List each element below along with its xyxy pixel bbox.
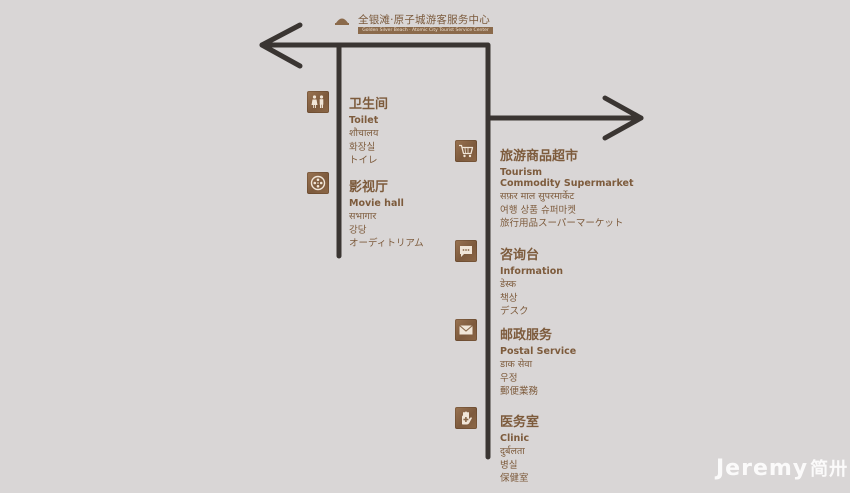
toilet-icon [307, 91, 329, 113]
right-arrowhead [602, 95, 644, 141]
movie-hall-korean: 강당 [349, 224, 367, 236]
movie-hall-hindi: सभागार [349, 211, 377, 222]
shopping-cart-icon [455, 140, 477, 162]
postal-zh: 邮政服务 [500, 328, 553, 343]
postal-korean: 우정 [500, 372, 518, 384]
toilet-korean: 화장실 [349, 141, 376, 153]
toilet-en: Toilet [349, 115, 379, 126]
movie-hall-label-group: 影视厅 Movie hall सभागार 강당 オーディトリアム [349, 180, 424, 251]
toilet-japanese: トイレ [349, 155, 378, 166]
watermark-text: Jeremy [716, 456, 809, 481]
center-subtitle: Golden Silver Beach · Atomic City Touris… [358, 27, 493, 34]
toilet-label-group: 卫生间 Toilet शौचालय 화장실 トイレ [349, 97, 388, 168]
film-reel-icon [307, 172, 329, 194]
clinic-hindi: दुर्बलता [500, 446, 525, 457]
information-label-group: 咨询台 Information डेस्क 책상 デスク [500, 248, 563, 319]
envelope-icon [455, 319, 477, 341]
supermarket-en-line1: Tourism [500, 167, 543, 178]
postal-label-group: 邮政服务 Postal Service डाक सेवा 우정 郵便業務 [500, 328, 576, 399]
toilet-hindi: शौचालय [349, 128, 379, 139]
chat-bubble-icon [455, 240, 477, 262]
supermarket-korean: 여행 상품 슈퍼마켓 [500, 204, 576, 216]
information-hindi: डेस्क [500, 279, 517, 290]
information-japanese: デスク [500, 306, 529, 317]
toilet-zh: 卫生间 [349, 97, 389, 112]
postal-hindi: डाक सेवा [500, 359, 533, 370]
service-center-logo: 全银滩·原子城游客服务中心 Golden Silver Beach · Atom… [334, 12, 494, 36]
supermarket-label-group: 旅游商品超市 Tourism Commodity Supermarket सफ़… [500, 149, 634, 231]
clinic-japanese: 保健室 [500, 473, 529, 484]
clinic-en: Clinic [500, 433, 530, 444]
information-korean: 책상 [500, 292, 518, 304]
postal-en: Postal Service [500, 346, 577, 357]
information-en: Information [500, 266, 564, 277]
information-zh: 咨询台 [500, 248, 540, 263]
supermarket-japanese: 旅行用品スーパーマーケット [500, 218, 624, 229]
medical-hand-icon [455, 407, 477, 429]
postal-japanese: 郵便業務 [500, 386, 539, 397]
watermark-text-cn: 简卅 [810, 459, 849, 480]
logo-emblem-icon [335, 18, 349, 25]
movie-hall-japanese: オーディトリアム [349, 238, 424, 249]
clinic-label-group: 医务室 Clinic दुर्बलता 병실 保健室 [500, 415, 539, 486]
supermarket-en-line2: Commodity Supermarket [500, 178, 634, 189]
movie-hall-zh: 影视厅 [349, 180, 389, 195]
supermarket-zh: 旅游商品超市 [500, 149, 579, 164]
movie-hall-en: Movie hall [349, 198, 404, 209]
supermarket-hindi: सफ़र माल सुपरमार्केट [500, 191, 575, 202]
center-title: 全银滩·原子城游客服务中心 [358, 14, 490, 26]
left-arrowhead [259, 22, 303, 69]
clinic-zh: 医务室 [500, 415, 540, 430]
clinic-korean: 병실 [500, 459, 518, 471]
